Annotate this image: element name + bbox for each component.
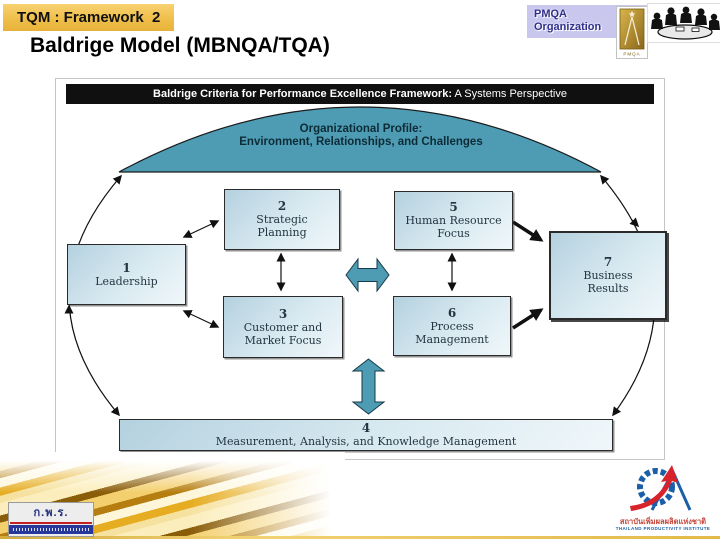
- oval-arrow-into-results: [629, 217, 640, 228]
- tpi-english-label: THAILAND PRODUCTIVITY INSTITUTE: [615, 526, 711, 531]
- pmqa-banner-label: PMQA Organization: [534, 8, 601, 34]
- box-hr-label2: Focus: [437, 227, 470, 240]
- box-customer-label2: Market Focus: [244, 333, 322, 347]
- bar-measurement-analysis: 4 Measurement, Analysis, and Knowledge M…: [119, 419, 613, 451]
- box-process-label1: Process: [430, 319, 474, 333]
- tpi-logo: สถาบันเพิ่มผลผลิตแห่งชาติ THAILAND PRODU…: [610, 462, 716, 534]
- dome-label: Organizational Profile: Environment, Rel…: [156, 123, 566, 149]
- box-results-label2: Results: [587, 282, 629, 295]
- opdc-blue-bar: [9, 525, 93, 534]
- arrow-leadership-customer: [182, 310, 220, 328]
- bar-measurement-number: 4: [361, 421, 371, 435]
- teal-vertical-double-arrow-icon: [351, 358, 386, 415]
- box-leadership: 1 Leadership: [67, 244, 186, 305]
- diagram-panel: Baldrige Criteria for Performance Excell…: [55, 78, 667, 460]
- box-customer-label1: Customer and: [243, 320, 323, 334]
- meeting-people-image: [647, 3, 720, 43]
- box-process-number: 6: [447, 305, 457, 320]
- box-leadership-label: Leadership: [95, 274, 158, 288]
- opdc-logo-text: ก.พ.ร.: [33, 507, 69, 519]
- box-strategic-label1: Strategic: [256, 213, 308, 226]
- bar-measurement-label: Measurement, Analysis, and Knowledge Man…: [215, 435, 517, 448]
- box-process-management: 6 Process Management: [393, 296, 511, 356]
- arrow-leadership-strategic: [182, 220, 220, 238]
- box-process-label2: Management: [415, 332, 489, 346]
- box-hr-label1: Human Resource: [405, 214, 502, 227]
- pmqa-award-caption: PMQA: [623, 52, 640, 57]
- opdc-red-line: [10, 522, 92, 524]
- diagram-header-bold: Baldrige Criteria for Performance Excell…: [153, 88, 452, 100]
- organizational-profile-dome: [118, 106, 602, 173]
- arrow-process-results: [512, 308, 544, 330]
- page-title: Baldrige Model (MBNQA/TQA): [30, 34, 330, 57]
- arrow-hr-results: [512, 220, 544, 242]
- box-strategic-planning: 2 Strategic Planning: [224, 189, 340, 250]
- tpi-logo-mark: [630, 465, 692, 511]
- diagram-header-regular: A Systems Perspective: [452, 88, 567, 100]
- teal-horizontal-double-arrow-icon: [345, 257, 390, 293]
- pmqa-banner-line1: PMQA: [534, 8, 567, 20]
- box-customer-market-focus: 3 Customer and Market Focus: [223, 296, 343, 358]
- box-results-number: 7: [603, 255, 613, 269]
- box-business-results: 7 Business Results: [549, 231, 667, 320]
- pmqa-banner-line2: Organization: [534, 21, 602, 33]
- box-results-label1: Business: [583, 269, 633, 282]
- dome-label-line2: Environment, Relationships, and Challeng…: [239, 136, 483, 148]
- pmqa-award-icon: PMQA: [616, 6, 648, 59]
- opdc-logo: ก.พ.ร.: [8, 502, 94, 537]
- tpi-thai-label: สถาบันเพิ่มผลผลิตแห่งชาติ: [619, 517, 707, 526]
- box-strategic-number: 2: [277, 199, 287, 213]
- framework-tag: TQM : Framework 2: [3, 4, 175, 31]
- diagram-header: Baldrige Criteria for Performance Excell…: [66, 84, 654, 104]
- dome-label-line1: Organizational Profile:: [299, 123, 423, 135]
- box-human-resource-focus: 5 Human Resource Focus: [394, 191, 513, 250]
- box-strategic-label2: Planning: [257, 226, 307, 239]
- box-hr-number: 5: [449, 200, 458, 214]
- box-leadership-number: 1: [122, 260, 131, 275]
- box-customer-number: 3: [278, 306, 288, 321]
- bottom-accent-line: [0, 536, 720, 539]
